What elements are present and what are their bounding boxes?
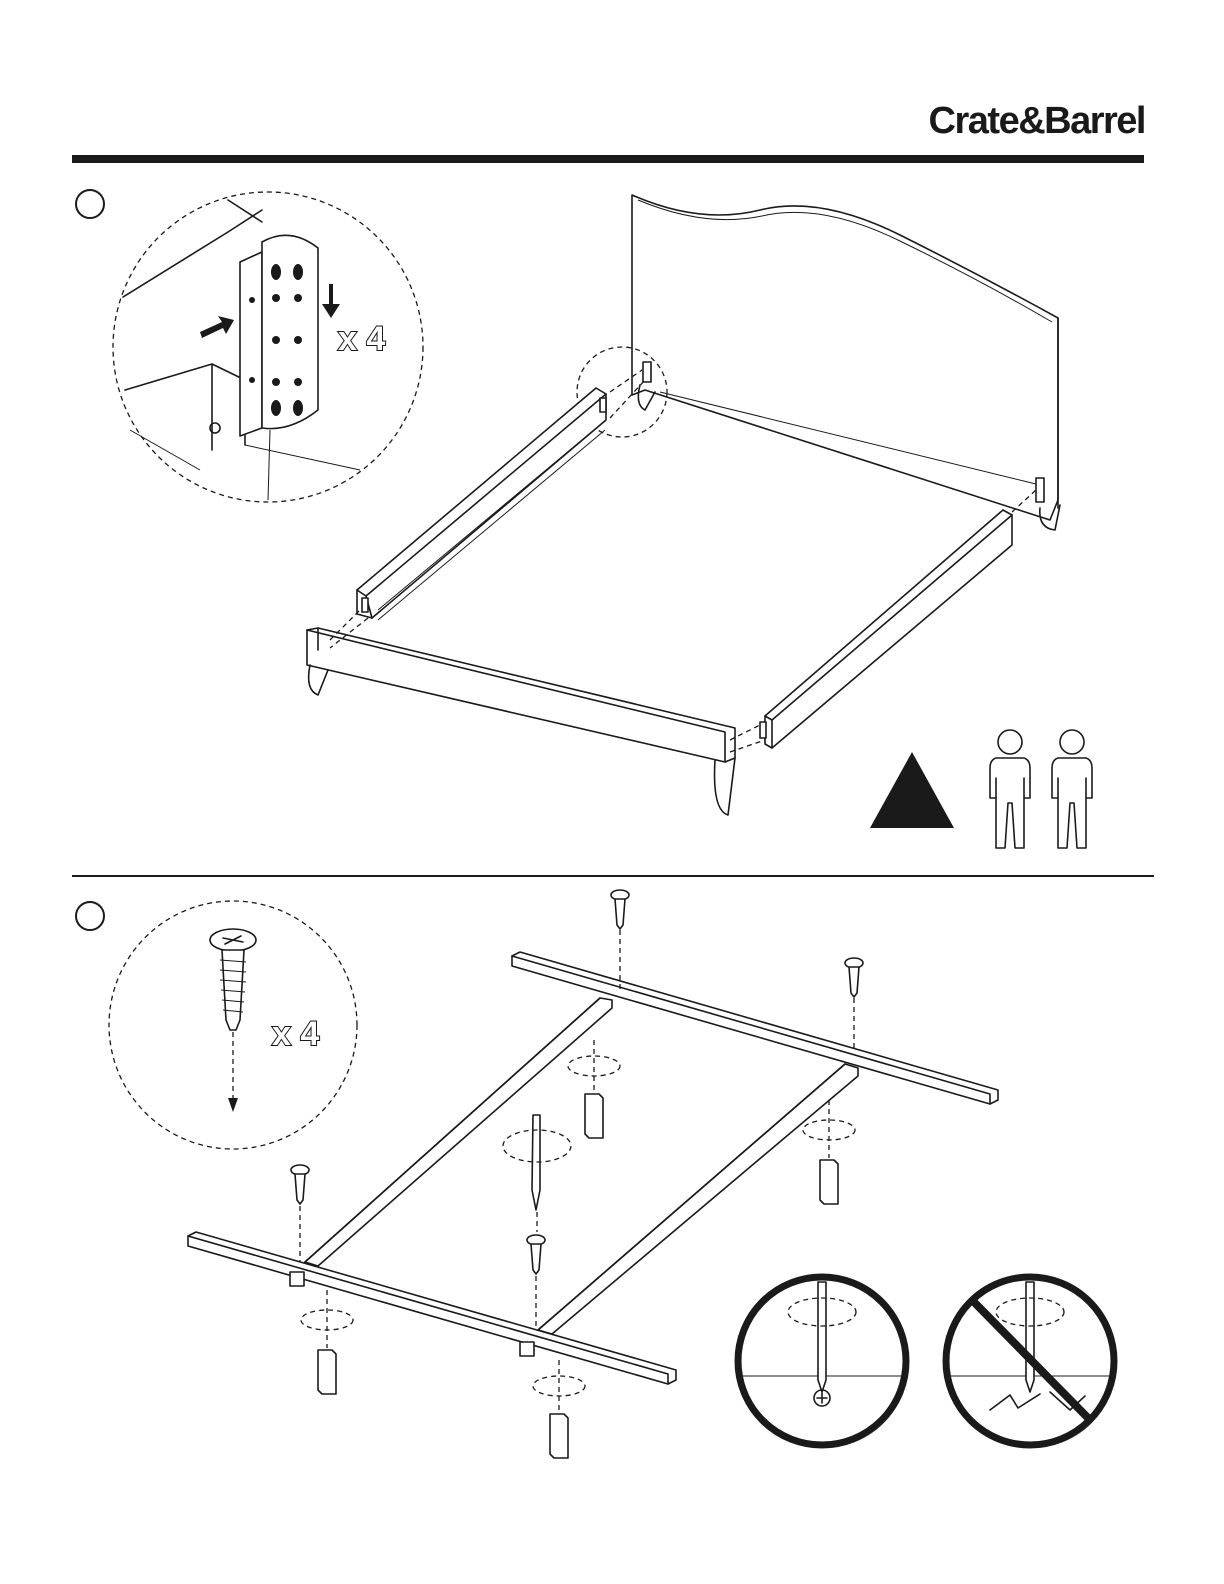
correct-screwing-icon xyxy=(738,1277,906,1445)
step-2-quantity: x 4 xyxy=(272,1015,319,1054)
screwdriver-icon xyxy=(503,1115,571,1232)
screws xyxy=(291,890,863,1274)
screw-detail-callout xyxy=(109,901,357,1149)
incorrect-screwing-icon xyxy=(946,1277,1114,1445)
bottom-cross-rail xyxy=(188,1232,676,1384)
